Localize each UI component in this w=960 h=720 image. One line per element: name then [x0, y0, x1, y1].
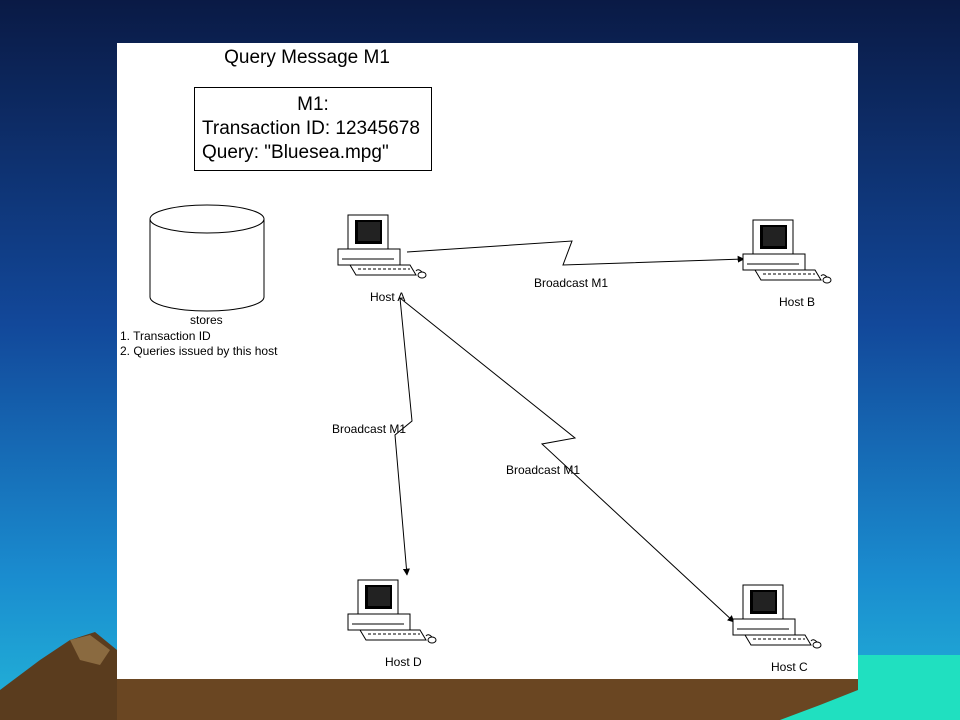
diagram-panel: Query Message M1 M1: Transaction ID: 123…	[117, 43, 858, 679]
host-c-label: Host C	[771, 660, 808, 674]
host-d-computer-icon	[347, 579, 437, 644]
link-a-d	[394, 297, 413, 576]
database-item-1: 1. Transaction ID	[120, 329, 211, 343]
host-a-computer-icon	[337, 214, 427, 279]
link-a-d-label: Broadcast M1	[332, 422, 407, 436]
message-transaction-id: Transaction ID: 12345678	[202, 118, 420, 139]
link-a-b	[406, 240, 745, 266]
diagram-title: Query Message M1	[224, 47, 390, 68]
message-id: M1:	[297, 94, 329, 115]
host-a-label: Host A	[370, 290, 406, 304]
database-cylinder	[149, 204, 265, 312]
host-c-computer-icon	[732, 584, 822, 649]
link-a-c-label: Broadcast M1	[506, 463, 581, 477]
host-b-label: Host B	[779, 295, 816, 309]
database-item-2: 2. Queries issued by this host	[120, 344, 278, 358]
network-diagram	[149, 204, 832, 649]
link-a-c	[399, 297, 735, 623]
link-a-b-label: Broadcast M1	[534, 276, 609, 290]
host-b-computer-icon	[742, 219, 832, 284]
message-query: Query: "Bluesea.mpg"	[202, 142, 389, 163]
database-label: stores	[190, 313, 223, 327]
host-d-label: Host D	[385, 655, 422, 669]
message-box: M1: Transaction ID: 12345678 Query: "Blu…	[194, 87, 432, 171]
